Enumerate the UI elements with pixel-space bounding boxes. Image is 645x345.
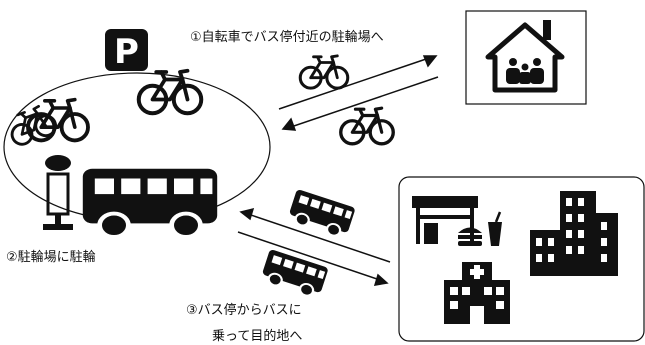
bicycle-icon — [136, 68, 204, 116]
bus-icon — [285, 187, 357, 241]
bicycle-icon — [298, 54, 350, 90]
house-family-icon — [465, 10, 587, 105]
bus-icon — [258, 247, 330, 301]
restaurant-icon — [412, 196, 502, 246]
bicycle-icon — [339, 106, 395, 146]
step-3-label-line-1: ③バス停からバスに — [186, 303, 302, 318]
bus-stop-icon — [43, 155, 73, 230]
step-1-label: ①自転車でバス停付近の駐輪場へ — [190, 30, 384, 45]
parking-sign-icon: P — [105, 29, 148, 72]
arrow-icon — [237, 207, 391, 286]
hospital-icon — [444, 262, 510, 324]
step-3-label-line-2: 乗って目的地へ — [212, 329, 303, 344]
office-building-icon — [530, 191, 618, 276]
bus-icon — [83, 169, 217, 237]
arrow-icon — [278, 55, 439, 131]
step-2-label: ②駐輪場に駐輪 — [6, 250, 96, 265]
parking-sign-letter: P — [114, 32, 139, 72]
